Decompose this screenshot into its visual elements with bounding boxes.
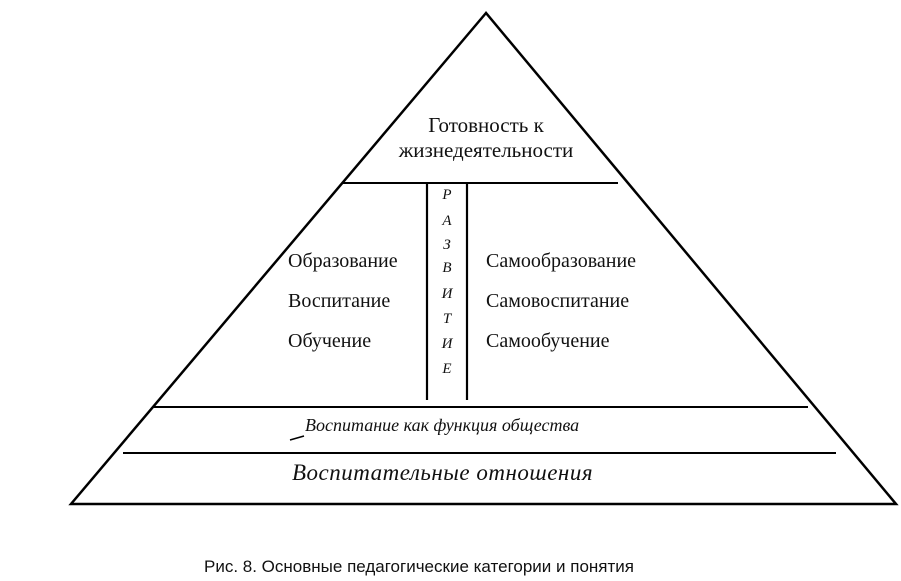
top-title-line2: жизнедеятельности: [398, 138, 574, 162]
right-item-self-upbringing: Самовоспитание: [486, 290, 630, 312]
pen-mark: [289, 435, 305, 441]
right-item-self-teaching: Самообучение: [486, 330, 610, 352]
vertical-letter: Р: [442, 187, 452, 203]
pyramid-outline: [68, 11, 899, 506]
vertical-letter: В: [442, 260, 452, 276]
right-item-self-education: Самообразование: [486, 250, 637, 272]
vertical-letter: И: [441, 336, 453, 352]
left-item-upbringing: Воспитание: [288, 290, 391, 312]
left-item-education: Образование: [288, 250, 398, 272]
figure-caption: Рис. 8. Основные педагогические категори…: [204, 557, 634, 576]
band-upbringing-society: Воспитание как функция общества: [305, 415, 580, 435]
vertical-letter: А: [442, 213, 452, 229]
left-item-teaching: Обучение: [288, 330, 372, 352]
vertical-letter: Т: [442, 311, 452, 327]
vertical-letter: З: [443, 237, 451, 253]
vertical-letter: И: [441, 286, 453, 302]
vertical-letter: Е: [442, 361, 452, 377]
band-upbringing-relations: Воспитательные отношения: [292, 460, 594, 485]
top-title-line1: Готовность к: [428, 113, 544, 137]
